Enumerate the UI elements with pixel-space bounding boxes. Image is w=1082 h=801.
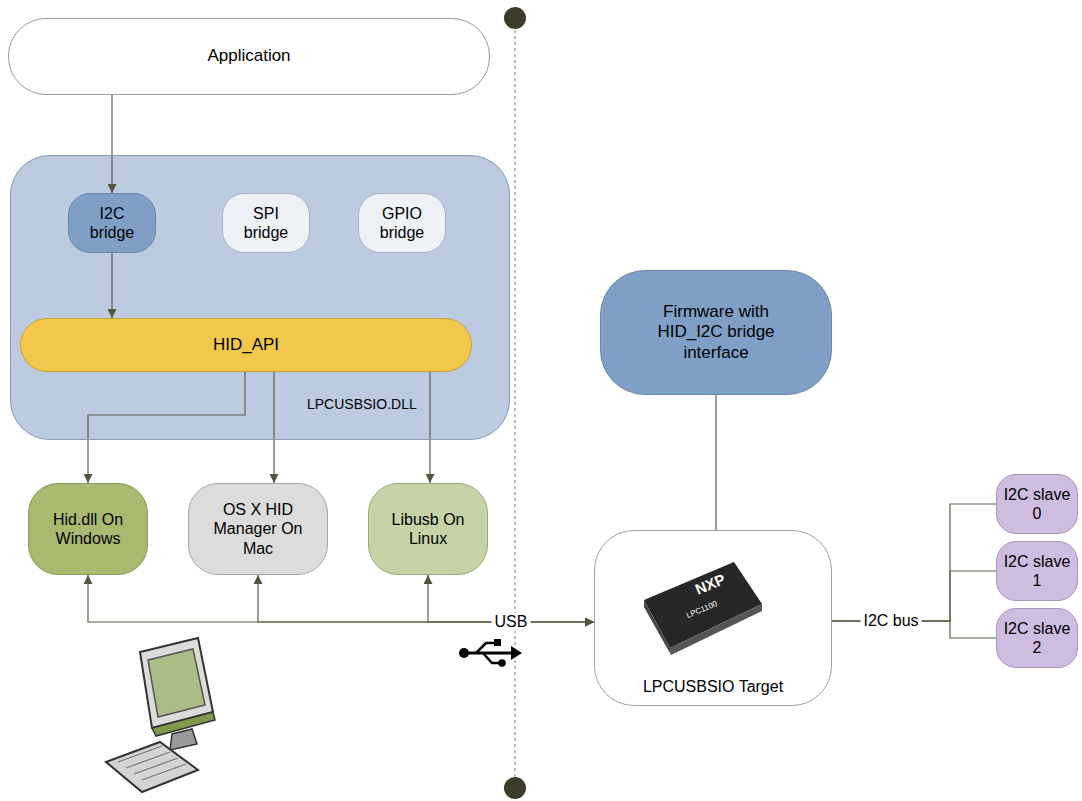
text-block: LPCUSBSIO.DLL xyxy=(307,396,417,413)
application-box: Application xyxy=(8,18,490,95)
node-text: I2C bridge xyxy=(79,204,145,242)
node-text: GPIO bridge xyxy=(369,204,435,242)
node-text: SPI bridge xyxy=(233,204,299,242)
slave-box: I2C slave 2 xyxy=(996,608,1078,668)
container-backing xyxy=(10,155,510,440)
dll-container: I2C bridge SPI bridge GPIO bridgeHID_API LP… xyxy=(10,155,510,440)
node-text: I2C slave 1 xyxy=(1001,552,1073,590)
os-driver-box: Hid.dll On Windows xyxy=(28,483,148,575)
text-block: I2C slave 1 xyxy=(1001,552,1073,590)
connector xyxy=(429,372,430,483)
chip-marking: LPC1100 xyxy=(685,600,718,620)
node-text: Firmware with HID_I2C bridge interface xyxy=(641,302,791,363)
connector xyxy=(715,395,716,530)
chip-illustration xyxy=(644,562,762,655)
text-block: Libusb On Linux xyxy=(379,510,477,548)
bridge-box: I2C bridge xyxy=(68,193,156,253)
connector xyxy=(88,372,245,483)
slave-box: I2C slave 0 xyxy=(996,474,1078,534)
usb-symbol xyxy=(459,639,522,667)
text-block: SPI bridge xyxy=(233,204,299,242)
text-block: HID_API xyxy=(213,335,279,355)
node-text: LPCUSBSIO Target xyxy=(595,677,831,696)
api-band: HID_API xyxy=(20,318,472,372)
connector xyxy=(111,253,112,318)
os-driver-box: Libusb On Linux xyxy=(368,483,488,575)
text-block: I2C bridge xyxy=(79,204,145,242)
target-board: LPCUSBSIO Target xyxy=(594,530,832,706)
text-block: Firmware with HID_I2C bridge interface xyxy=(641,302,791,363)
connector-label: USB xyxy=(492,613,531,631)
node-text: Hid.dll On Windows xyxy=(39,510,137,548)
chip-logo: NXP xyxy=(693,571,727,597)
node-text: LPCUSBSIO.DLL xyxy=(307,396,417,413)
divider-dot xyxy=(504,777,526,799)
text-block: GPIO bridge xyxy=(369,204,435,242)
connector xyxy=(258,575,594,622)
divider-dot xyxy=(504,7,526,29)
text-block: Hid.dll On Windows xyxy=(39,510,137,548)
bridge-box: SPI bridge xyxy=(222,193,310,253)
firmware-box: Firmware with HID_I2C bridge interface xyxy=(600,270,832,395)
text-block: I2C slave 0 xyxy=(1001,485,1073,523)
container-fill xyxy=(10,155,510,440)
node-text: I2C slave 0 xyxy=(1001,485,1073,523)
node-text: HID_API xyxy=(213,335,279,355)
text-block: I2C slave 2 xyxy=(1001,619,1073,657)
connector-label: I2C bus xyxy=(860,612,921,630)
text-block: OS X HID Manager On Mac xyxy=(197,500,319,558)
slave-box: I2C slave 1 xyxy=(996,541,1078,601)
bridge-box: GPIO bridge xyxy=(358,193,446,253)
text-block: Application xyxy=(207,46,290,66)
connector xyxy=(111,95,112,193)
divider-line xyxy=(515,18,516,788)
connector xyxy=(273,372,274,483)
os-driver-box: OS X HID Manager On Mac xyxy=(188,483,328,575)
text-block: LPCUSBSIO Target xyxy=(595,677,831,696)
node-text: Libusb On Linux xyxy=(379,510,477,548)
node-text: I2C slave 2 xyxy=(1001,619,1073,657)
node-text: Application xyxy=(207,46,290,66)
connector xyxy=(832,504,996,621)
node-text: OS X HID Manager On Mac xyxy=(197,500,319,558)
computer-icon xyxy=(106,638,215,792)
